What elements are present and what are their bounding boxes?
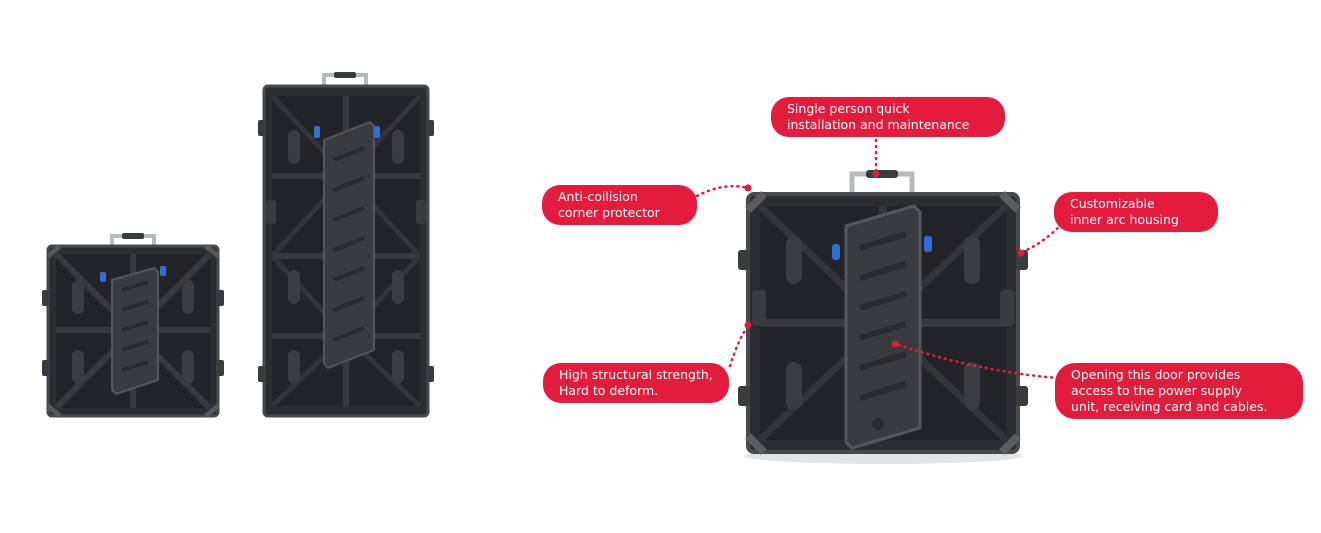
blue-connector	[832, 244, 840, 260]
tall-cabinet-image	[258, 72, 434, 418]
access-door	[844, 204, 922, 450]
blue-connector	[924, 236, 932, 252]
callout-access-door: Opening this door provides access to the…	[1055, 363, 1303, 419]
cabinet-handle	[110, 233, 156, 248]
small-cabinet-image	[42, 233, 224, 418]
callout-structural-strength: High structural strength, Hard to deform…	[543, 363, 729, 403]
blue-connector	[160, 266, 166, 276]
callout-anti-collision: Anti-collision corner protector	[542, 185, 697, 225]
corner-protector	[745, 191, 1021, 455]
featured-cabinet-image	[738, 170, 1028, 464]
blue-connector	[314, 126, 320, 138]
callout-inner-arc-housing: Customizable inner arc housing	[1054, 192, 1218, 232]
callout-quick-installation: Single person quick installation and mai…	[771, 97, 1005, 137]
blue-connector	[374, 126, 380, 138]
access-door	[323, 120, 375, 370]
cabinet-handle	[322, 72, 368, 90]
access-door	[111, 266, 159, 396]
blue-connector	[100, 272, 106, 282]
